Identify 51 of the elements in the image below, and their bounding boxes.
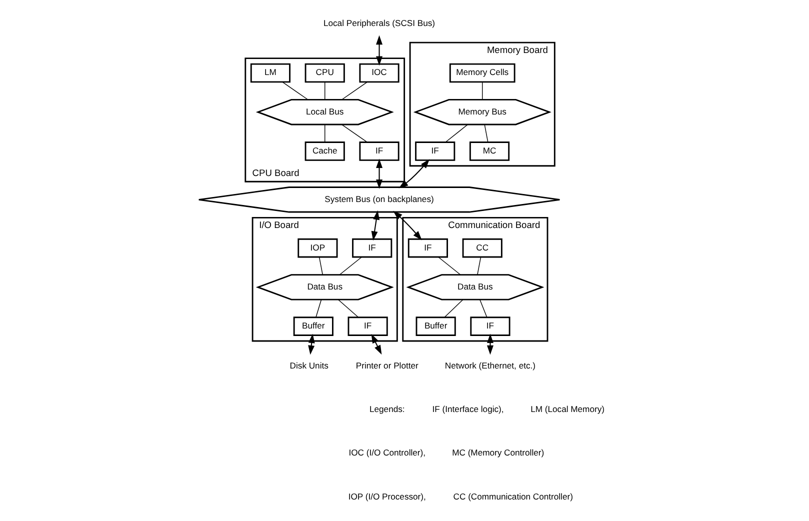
label: LM (Local Memory) xyxy=(530,404,604,414)
connector xyxy=(484,124,488,142)
node-box: IF xyxy=(408,238,448,258)
node-box: IF xyxy=(415,142,456,161)
arrow xyxy=(398,159,430,188)
label: IOC (I/O Controller), xyxy=(348,448,426,458)
node-box: Buffer xyxy=(416,316,456,336)
node-box: Cache xyxy=(304,142,345,161)
connector xyxy=(339,256,362,276)
label: CC (Communication Controller) xyxy=(453,491,573,502)
node-box: LM xyxy=(250,63,290,83)
arrow xyxy=(308,334,315,355)
node-box: CC xyxy=(462,238,502,258)
label: Legends: xyxy=(369,404,405,414)
connector xyxy=(338,299,359,318)
node-box: IOP xyxy=(298,238,338,258)
connector xyxy=(445,124,468,142)
label: MC (Memory Controller) xyxy=(452,448,544,458)
connector xyxy=(438,256,461,276)
arrow xyxy=(371,210,380,241)
arrow xyxy=(486,334,494,355)
node-box: IF xyxy=(348,316,388,336)
connector xyxy=(341,82,368,100)
connector xyxy=(341,124,368,142)
node-box: IF xyxy=(470,316,510,336)
connector xyxy=(324,82,326,100)
label: IF (Interface logic), xyxy=(432,404,504,414)
arrow xyxy=(371,334,382,355)
node-text: Printer or Plotter xyxy=(356,360,418,370)
node-box: CPU xyxy=(304,63,345,83)
arrow xyxy=(376,35,383,66)
connector xyxy=(282,82,308,100)
label: IOP (I/O Processor), xyxy=(348,491,426,502)
connector xyxy=(316,299,322,318)
connector xyxy=(480,299,488,318)
node-box: Buffer xyxy=(293,316,334,336)
node-box: Memory Cells xyxy=(449,63,516,83)
arrow xyxy=(393,210,422,240)
connector xyxy=(482,82,483,100)
connector xyxy=(444,299,464,318)
node-box: IF xyxy=(352,238,392,258)
node-box: MC xyxy=(469,142,510,161)
connector xyxy=(324,124,326,142)
node-box: IOC xyxy=(359,63,400,83)
node-text: Disk Units xyxy=(290,360,328,370)
arrow xyxy=(376,158,383,189)
connector xyxy=(318,256,323,276)
node-box: IF xyxy=(359,142,400,161)
node-text: Local Peripherals (SCSI Bus) xyxy=(323,18,436,28)
node-text: Network (Ethernet, etc.) xyxy=(444,360,536,370)
connector xyxy=(477,256,482,276)
